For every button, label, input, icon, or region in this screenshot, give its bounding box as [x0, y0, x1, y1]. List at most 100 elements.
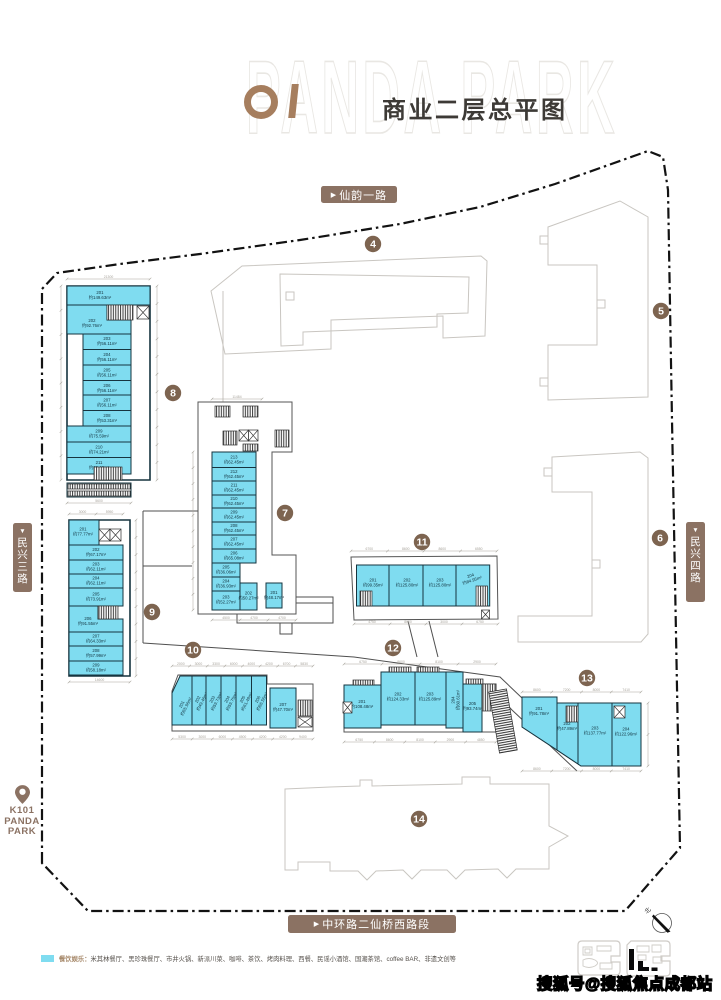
- brand-watermark-text: PANDA PARK: [246, 40, 619, 156]
- dimension-label: 4500: [239, 735, 247, 739]
- building-badge-14: 14: [410, 810, 428, 828]
- dimension-tick: [155, 302, 159, 306]
- road-label-char: 兴: [690, 548, 701, 560]
- escalator-icon: [352, 679, 375, 686]
- building-badge-number: 6: [657, 533, 663, 545]
- dimension-tick: [494, 740, 498, 744]
- landmark-line: K101: [9, 805, 35, 816]
- dimension-tick: [59, 454, 63, 458]
- dimension-label: 6000: [219, 735, 227, 739]
- building-badge-number: 9: [149, 607, 155, 619]
- unit-11-202: [388, 564, 424, 607]
- unit-7-201: [265, 582, 283, 609]
- dimension-tick: [170, 737, 174, 741]
- building-badge-12: 12: [384, 639, 402, 657]
- dimension-tick: [495, 549, 499, 553]
- outline-building-6-contour: [517, 451, 649, 643]
- outline-building-6-contour: [591, 559, 601, 569]
- dimension-label: 6750: [476, 620, 484, 624]
- dimension-tick: [191, 529, 195, 533]
- dimension-label: 7200: [563, 767, 571, 771]
- dimension-tick: [59, 284, 63, 288]
- arrow-down-icon: ▼: [19, 528, 26, 535]
- dimension-tick: [294, 618, 298, 622]
- dimension-label: 5830: [300, 662, 308, 666]
- dimension-tick: [210, 618, 214, 622]
- compass-needle: [652, 914, 671, 933]
- dimension-tick: [311, 737, 315, 741]
- building-badge-number: 7: [282, 508, 288, 520]
- dimension-label: 4700: [278, 616, 286, 620]
- dimension-tick: [460, 622, 464, 626]
- road-label-char: 兴: [17, 549, 28, 561]
- dimension-tick: [205, 664, 209, 668]
- stairs-icon: [222, 430, 238, 446]
- elevator-icon: [248, 429, 259, 442]
- dimension-tick: [458, 549, 463, 553]
- elevator-icon: [98, 528, 111, 542]
- minimap-detail: [636, 944, 663, 964]
- outline-building-5-contour: [596, 299, 606, 309]
- road-label-char: 民: [690, 536, 701, 548]
- dimension-tick: [94, 512, 98, 516]
- outline-building-14-contour: [284, 776, 570, 881]
- dimension-tick: [188, 664, 192, 668]
- dimension-tick: [129, 501, 133, 505]
- dimension-tick: [293, 664, 297, 668]
- unit-13-201: [521, 696, 558, 751]
- dimension-tick: [155, 478, 159, 482]
- dimension-label: 3300: [212, 662, 220, 666]
- dimension-tick: [342, 740, 346, 744]
- dimension-tick: [579, 769, 584, 773]
- dimension-tick: [251, 737, 255, 741]
- dimension-tick: [65, 277, 69, 281]
- dimension-label: 5600: [95, 499, 103, 503]
- dimension-tick: [191, 466, 195, 470]
- escalator-icon: [214, 405, 231, 418]
- road-label-char: 路: [690, 572, 701, 584]
- building-badge-circle: [413, 533, 431, 551]
- dimension-label: 21300: [104, 275, 114, 279]
- landmark-line: PANDA: [4, 815, 40, 827]
- location-pin-icon: [14, 785, 30, 804]
- dimension-tick: [579, 690, 584, 694]
- road-label-bottom: ▶ 中环路二仙桥西路段: [288, 915, 456, 933]
- dimension-tick: [170, 664, 174, 668]
- dimension-label: 14600: [95, 678, 105, 682]
- unit-12-202: [380, 671, 416, 726]
- dimension-label: 4200: [259, 735, 267, 739]
- outline-building-5-contour: [539, 235, 549, 245]
- dimension-label: 2900: [473, 660, 481, 664]
- section-number: 01: [244, 84, 304, 120]
- dimension-tick: [276, 664, 280, 668]
- dimension-label: 5300: [178, 735, 186, 739]
- dimension-label: 8600: [533, 688, 541, 692]
- building-badge-9: 9: [143, 603, 161, 621]
- unit-10-207: [269, 687, 297, 729]
- dimension-label: 8600: [397, 660, 405, 664]
- arrow-right-icon: ▶: [330, 191, 337, 199]
- dimension-tick: [59, 308, 63, 312]
- outline-building-6: [517, 451, 649, 643]
- unit-12-203: [414, 671, 447, 726]
- dimension-tick: [646, 764, 650, 768]
- dimension-label: 8600: [404, 620, 412, 624]
- building-badge-circle: [651, 529, 669, 547]
- minimap-highlight: [651, 967, 658, 971]
